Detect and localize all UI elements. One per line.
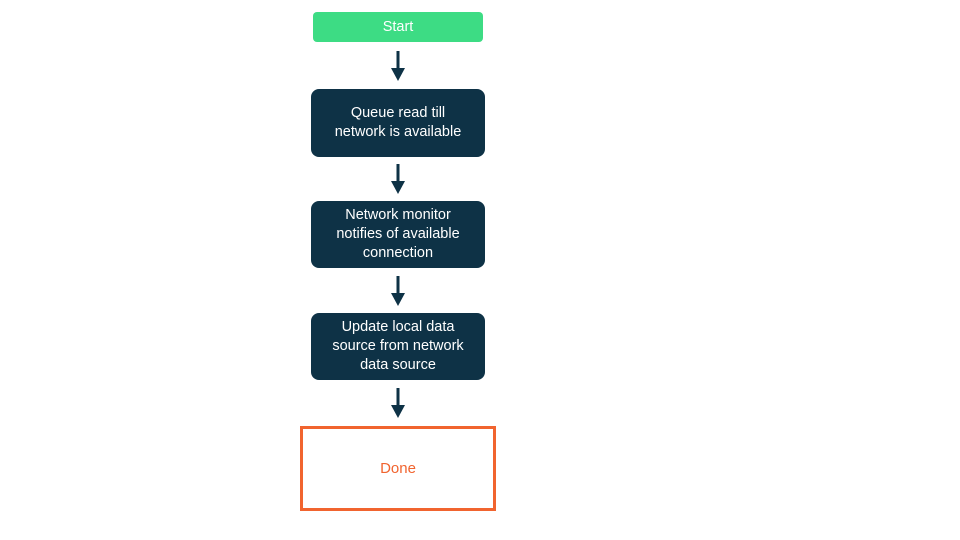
flow-node-start-label: Start [382, 19, 414, 35]
arrow-down-icon [391, 50, 405, 81]
flow-node-queue-read-label: Queue read till network is available [334, 105, 462, 140]
arrow-down-icon [391, 275, 405, 306]
flow-edge-queue-monitor [391, 157, 405, 201]
flow-node-queue-read: Queue read till network is available [311, 89, 485, 157]
flow-node-start: Start [313, 12, 483, 42]
flow-node-update-local-label: Update local data source from network da… [332, 319, 464, 373]
arrow-down-icon [391, 164, 405, 194]
flow-node-update-local: Update local data source from network da… [311, 313, 485, 380]
flow-edge-monitor-update [391, 268, 405, 313]
flow-node-done-label: Done [380, 460, 416, 477]
flow-edge-update-done [391, 380, 405, 426]
flowchart-column: Start Queue read till network is availab… [300, 12, 496, 511]
arrow-down-icon [391, 388, 405, 418]
flow-edge-start-queue [391, 42, 405, 89]
flow-node-network-monitor: Network monitor notifies of available co… [311, 201, 485, 268]
flow-node-network-monitor-label: Network monitor notifies of available co… [336, 207, 460, 261]
flow-node-done: Done [300, 426, 496, 511]
